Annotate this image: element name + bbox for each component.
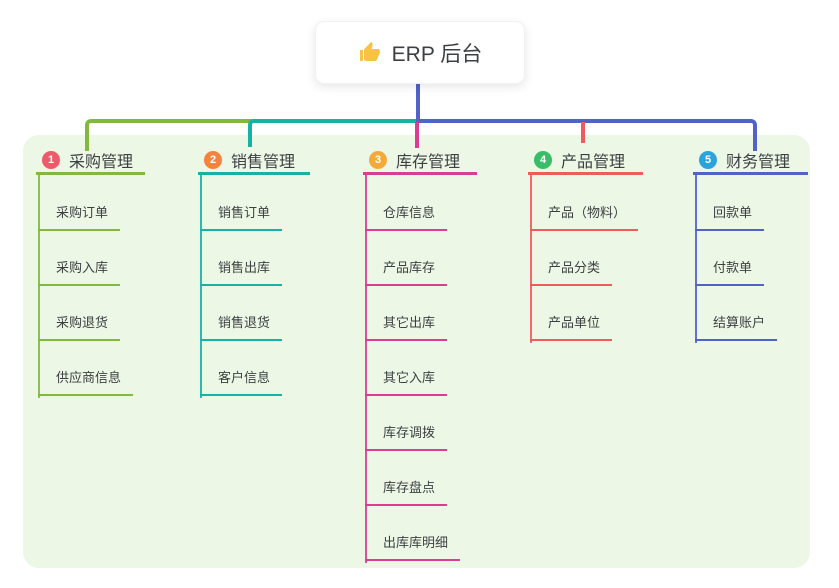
branch-label: 产品管理 [561,154,626,171]
node-customer-info[interactable]: 客户信息 [200,368,283,396]
node-sales-order[interactable]: 销售订单 [200,203,283,231]
root-node[interactable]: ERP 后台 [315,21,525,84]
node-purchase-order[interactable]: 采购订单 [38,203,121,231]
node-other-outbound[interactable]: 其它出库 [365,313,448,341]
branch-child-line [38,174,40,398]
node-outbound-detail[interactable]: 出库库明细 [365,533,461,561]
badge-3: 3 [369,151,387,169]
node-product-stock[interactable]: 产品库存 [365,258,448,286]
thumbs-up-icon [359,41,380,61]
node-receipt-slip[interactable]: 回款单 [695,203,765,231]
branch-child-line [695,174,697,343]
node-other-inbound[interactable]: 其它入库 [365,368,448,396]
background-panel [23,135,810,568]
branch-label: 销售管理 [231,154,296,171]
node-payment-slip[interactable]: 付款单 [695,258,765,286]
badge-1: 1 [42,151,60,169]
branch-title-inventory[interactable]: 3 库存管理 [363,148,460,172]
branch-underline [198,172,310,175]
connector-product [581,122,585,143]
node-product-material[interactable]: 产品（物料） [530,203,639,231]
branch-title-product[interactable]: 4 产品管理 [528,148,625,172]
connector-sales [248,119,422,147]
connector-purchase [85,119,259,151]
branch-child-line [530,174,532,343]
root-drop-line [416,82,420,121]
branch-underline [528,172,643,175]
root-label: ERP 后台 [391,42,483,66]
node-warehouse-info[interactable]: 仓库信息 [365,203,448,231]
branch-underline [363,172,477,175]
node-purchase-return[interactable]: 采购退货 [38,313,121,341]
node-purchase-inbound[interactable]: 采购入库 [38,258,121,286]
connector-inventory [415,122,419,148]
node-sales-outbound[interactable]: 销售出库 [200,258,283,286]
node-supplier-info[interactable]: 供应商信息 [38,368,134,396]
branch-label: 采购管理 [69,154,134,171]
node-product-category[interactable]: 产品分类 [530,258,613,286]
badge-4: 4 [534,151,552,169]
branch-title-finance[interactable]: 5 财务管理 [693,148,790,172]
node-product-unit[interactable]: 产品单位 [530,313,613,341]
node-stock-transfer[interactable]: 库存调拨 [365,423,448,451]
node-sales-return[interactable]: 销售退货 [200,313,283,341]
branch-underline [693,172,808,175]
badge-2: 2 [204,151,222,169]
node-stock-count[interactable]: 库存盘点 [365,478,448,506]
branch-title-purchase[interactable]: 1 采购管理 [36,148,133,172]
badge-5: 5 [699,151,717,169]
branch-label: 库存管理 [396,154,461,171]
branch-label: 财务管理 [726,154,791,171]
branch-child-line [200,174,202,398]
node-settlement-account[interactable]: 结算账户 [695,313,778,341]
branch-child-line [365,174,367,563]
branch-title-sales[interactable]: 2 销售管理 [198,148,295,172]
branch-underline [36,172,145,175]
connector-finance [416,119,757,151]
